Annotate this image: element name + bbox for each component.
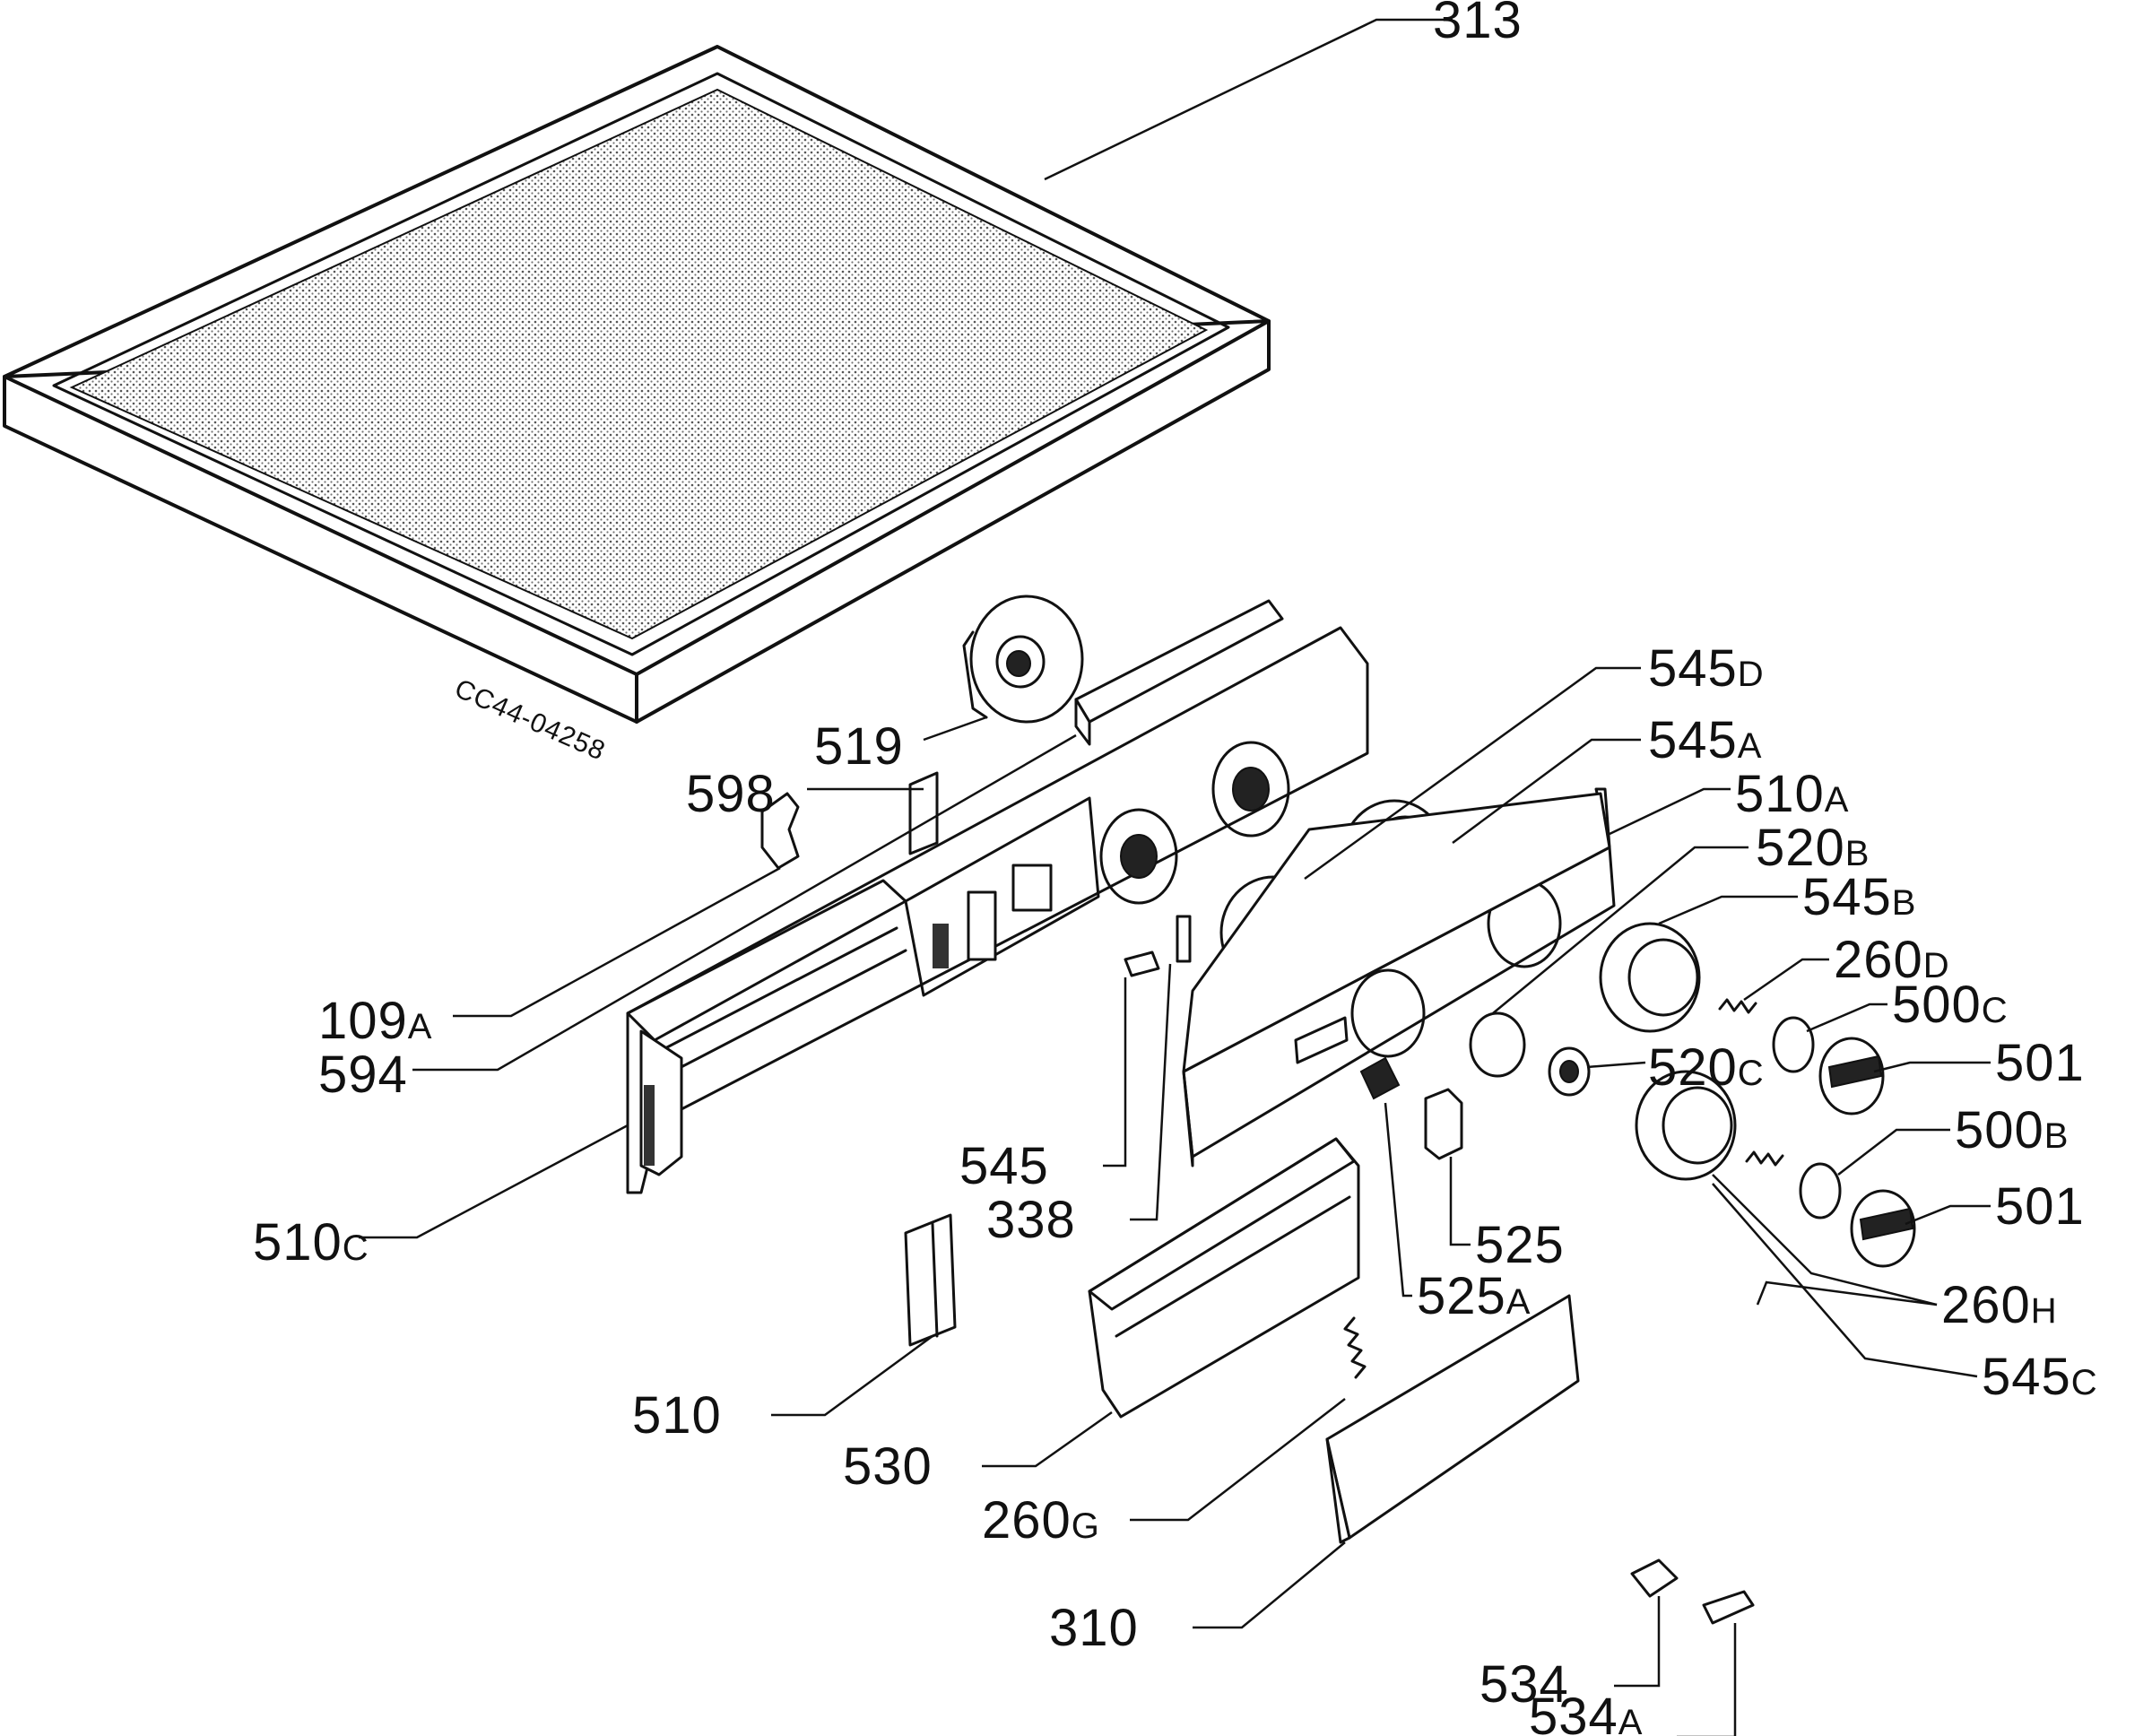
- callout-338: 338: [986, 1191, 1076, 1249]
- part-534A-pin: [1702, 1590, 1755, 1625]
- callout-545D: 545D: [1648, 639, 1765, 698]
- callout-510C: 510C: [253, 1213, 369, 1272]
- callout-520B: 520B: [1756, 819, 1870, 877]
- callout-313: 313: [1433, 0, 1523, 49]
- callout-519: 519: [814, 717, 904, 776]
- callout-260H: 260H: [1941, 1276, 2058, 1334]
- part-top-profile: [1074, 599, 1284, 746]
- part-510-end-cap: [904, 1213, 957, 1347]
- callout-520C: 520C: [1648, 1038, 1765, 1097]
- callout-510A: 510A: [1735, 765, 1849, 823]
- part-598-plate: [908, 771, 939, 855]
- part-510C-control-housing: [626, 626, 1369, 1194]
- part-260H-spring: [1745, 1150, 1784, 1167]
- part-501-knob-lower: [1850, 1189, 1916, 1268]
- leader-lines: [359, 18, 1991, 1736]
- callout-534: 534: [1480, 1655, 1569, 1714]
- callout-525: 525: [1475, 1216, 1565, 1274]
- drawing-code: CC44-04258: [450, 673, 610, 766]
- part-500B-collar: [1799, 1162, 1842, 1220]
- part-534-clip: [1630, 1558, 1679, 1598]
- callout-594: 594: [318, 1046, 408, 1104]
- callout-525A: 525A: [1417, 1267, 1531, 1325]
- callout-510: 510: [632, 1386, 722, 1445]
- callout-109A: 109A: [318, 992, 432, 1050]
- callout-545B: 545B: [1802, 868, 1916, 926]
- callout-598: 598: [686, 765, 776, 823]
- callout-545A: 545A: [1648, 711, 1762, 769]
- part-501-knob-upper: [1818, 1037, 1885, 1115]
- part-520B-sleeve: [1469, 1011, 1526, 1078]
- part-530-handle: [1088, 1137, 1360, 1419]
- callout-530: 530: [843, 1437, 933, 1496]
- callout-500B: 500B: [1955, 1101, 2069, 1159]
- callout-501-upper: 501: [1995, 1034, 2085, 1092]
- callout-534A: 534A: [1529, 1688, 1643, 1736]
- part-313-filter-panel: [3, 45, 1271, 724]
- part-545C-housing: [1635, 1070, 1737, 1181]
- part-525-block: [1424, 1088, 1463, 1160]
- part-rear-plate: [1182, 792, 1611, 1073]
- part-338-bar: [1176, 915, 1192, 963]
- part-109A-clip: [760, 792, 800, 870]
- part-310-flap: [1325, 1294, 1580, 1544]
- part-260G-spring: [1343, 1316, 1367, 1379]
- part-545-tab: [1124, 950, 1160, 977]
- part-520C-bushing: [1548, 1046, 1591, 1097]
- callout-310: 310: [1049, 1599, 1139, 1657]
- part-500C-collar: [1772, 1016, 1815, 1073]
- callout-501-lower: 501: [1995, 1177, 2085, 1236]
- callout-500C: 500C: [1892, 976, 2009, 1034]
- callout-545C: 545C: [1982, 1348, 2098, 1406]
- part-525A-switch: [1359, 1056, 1401, 1100]
- callout-260G: 260G: [982, 1491, 1100, 1549]
- part-545B-housing: [1599, 922, 1701, 1033]
- callout-260D: 260D: [1834, 931, 1950, 989]
- part-260D-spring: [1718, 998, 1757, 1014]
- callout-545: 545: [959, 1137, 1049, 1195]
- part-519-motor-disc: [962, 595, 1084, 724]
